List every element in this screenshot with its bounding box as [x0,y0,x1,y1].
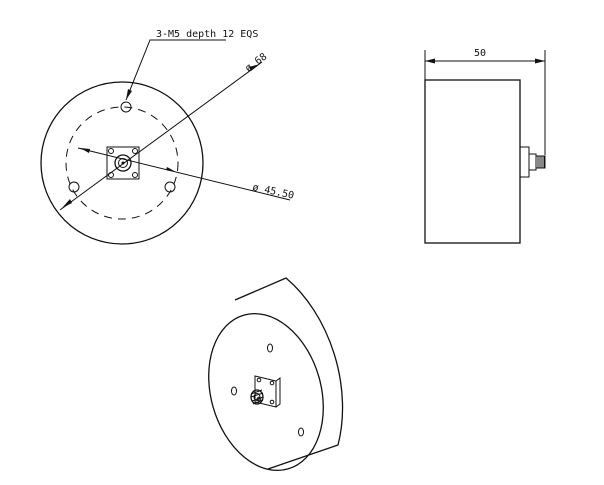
outer-diameter-line [59,61,263,211]
iso-hole-top [267,343,273,353]
side-flange [519,146,530,178]
iso-flange-screw [269,399,275,405]
flange-screw [132,148,138,154]
arrowhead [62,199,72,208]
length-label: 50 [474,48,486,59]
mount-hole-top [120,101,132,113]
iso-flange-screw [269,380,275,386]
side-connector-hex [528,153,537,171]
flange-screw [132,172,138,178]
thread-line [250,392,264,398]
arrowhead [535,58,545,64]
mount-hole-right [164,181,176,193]
bolt-circle [65,106,179,220]
thread-line [251,396,264,402]
iso-hole-left [231,386,237,396]
thread-leader [125,39,226,101]
iso-flange-screw [256,377,262,383]
connector-inner [118,158,128,168]
bolt-diameter-line [77,147,291,201]
outer-diameter-label: ø 68 [243,51,269,74]
arrowhead [80,148,90,153]
outer-circle [40,81,204,245]
front-view: 3-M5 depth 12 EQS ø 68 ø 45.50 [40,29,295,245]
arrowhead [166,167,176,172]
thread-line [252,399,264,405]
side-connector-thread [535,155,546,169]
side-view: 50 [424,48,546,244]
thread-note-label: 3-M5 depth 12 EQS [156,29,258,40]
iso-flange-edge [275,377,281,408]
connector-outer [114,154,132,172]
cylinder-side [234,277,344,470]
mount-hole-left [68,181,80,193]
side-body [424,79,521,244]
arrowhead [249,64,260,71]
connector-bore [253,393,261,401]
iso-hole-bottom [298,427,304,437]
front-face [208,312,324,472]
iso-connector [250,389,264,405]
arrowhead [126,89,132,100]
bolt-circle-label: ø 45.50 [251,182,295,202]
isometric-view [208,277,344,472]
arrowhead [425,58,435,64]
thread-line [250,389,263,395]
flange-screw [108,148,114,154]
